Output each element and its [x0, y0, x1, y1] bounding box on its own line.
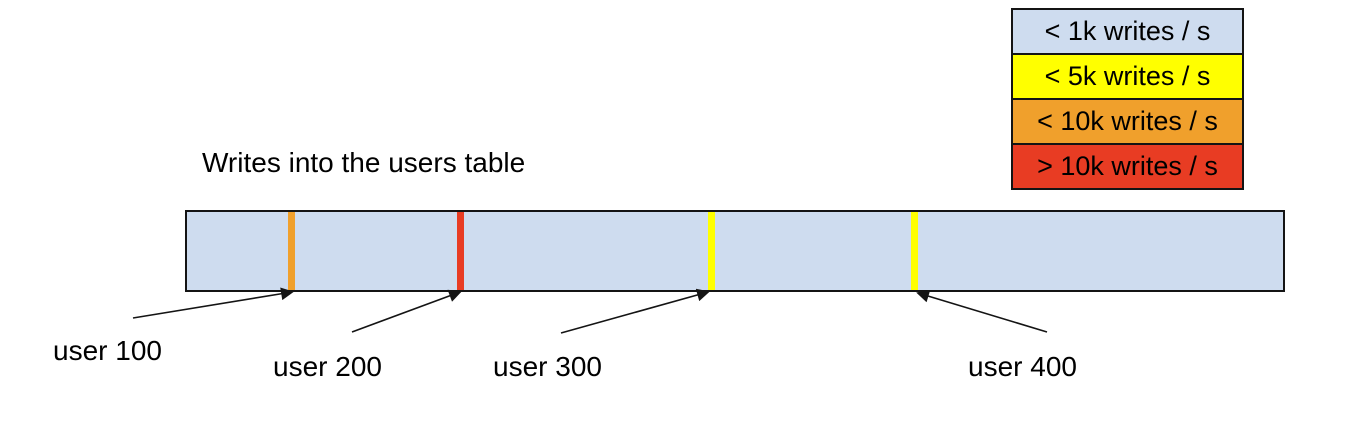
user-label-2: user 300 [493, 351, 602, 382]
hotspot-marker-user-400 [911, 212, 918, 290]
legend-item-label: < 1k writes / s [1044, 16, 1211, 46]
diagram-title: Writes into the users table [202, 147, 526, 178]
user-label-1: user 200 [273, 351, 382, 382]
callout-arrow-3 [916, 290, 1048, 333]
hotspot-marker-user-300 [708, 212, 715, 290]
legend-item-label: < 5k writes / s [1044, 61, 1211, 91]
callout-arrow-2 [560, 288, 710, 334]
hotspot-marker-user-100 [288, 212, 295, 290]
legend-item-label: > 10k writes / s [1037, 151, 1218, 181]
legend-item-3: > 10k writes / s [1011, 143, 1244, 190]
user-label-3: user 400 [968, 351, 1077, 382]
legend-item-1: < 5k writes / s [1011, 53, 1244, 100]
users-table-bar [185, 210, 1285, 292]
legend-item-0: < 1k writes / s [1011, 8, 1244, 55]
legend-item-label: < 10k writes / s [1037, 106, 1218, 136]
legend-item-2: < 10k writes / s [1011, 98, 1244, 145]
write-rate-legend: < 1k writes / s < 5k writes / s < 10k writ… [1011, 8, 1244, 190]
callout-arrow-0 [132, 287, 294, 319]
hotspot-marker-user-200 [457, 212, 464, 290]
user-label-0: user 100 [53, 335, 162, 366]
callout-arrow-1 [351, 289, 462, 333]
